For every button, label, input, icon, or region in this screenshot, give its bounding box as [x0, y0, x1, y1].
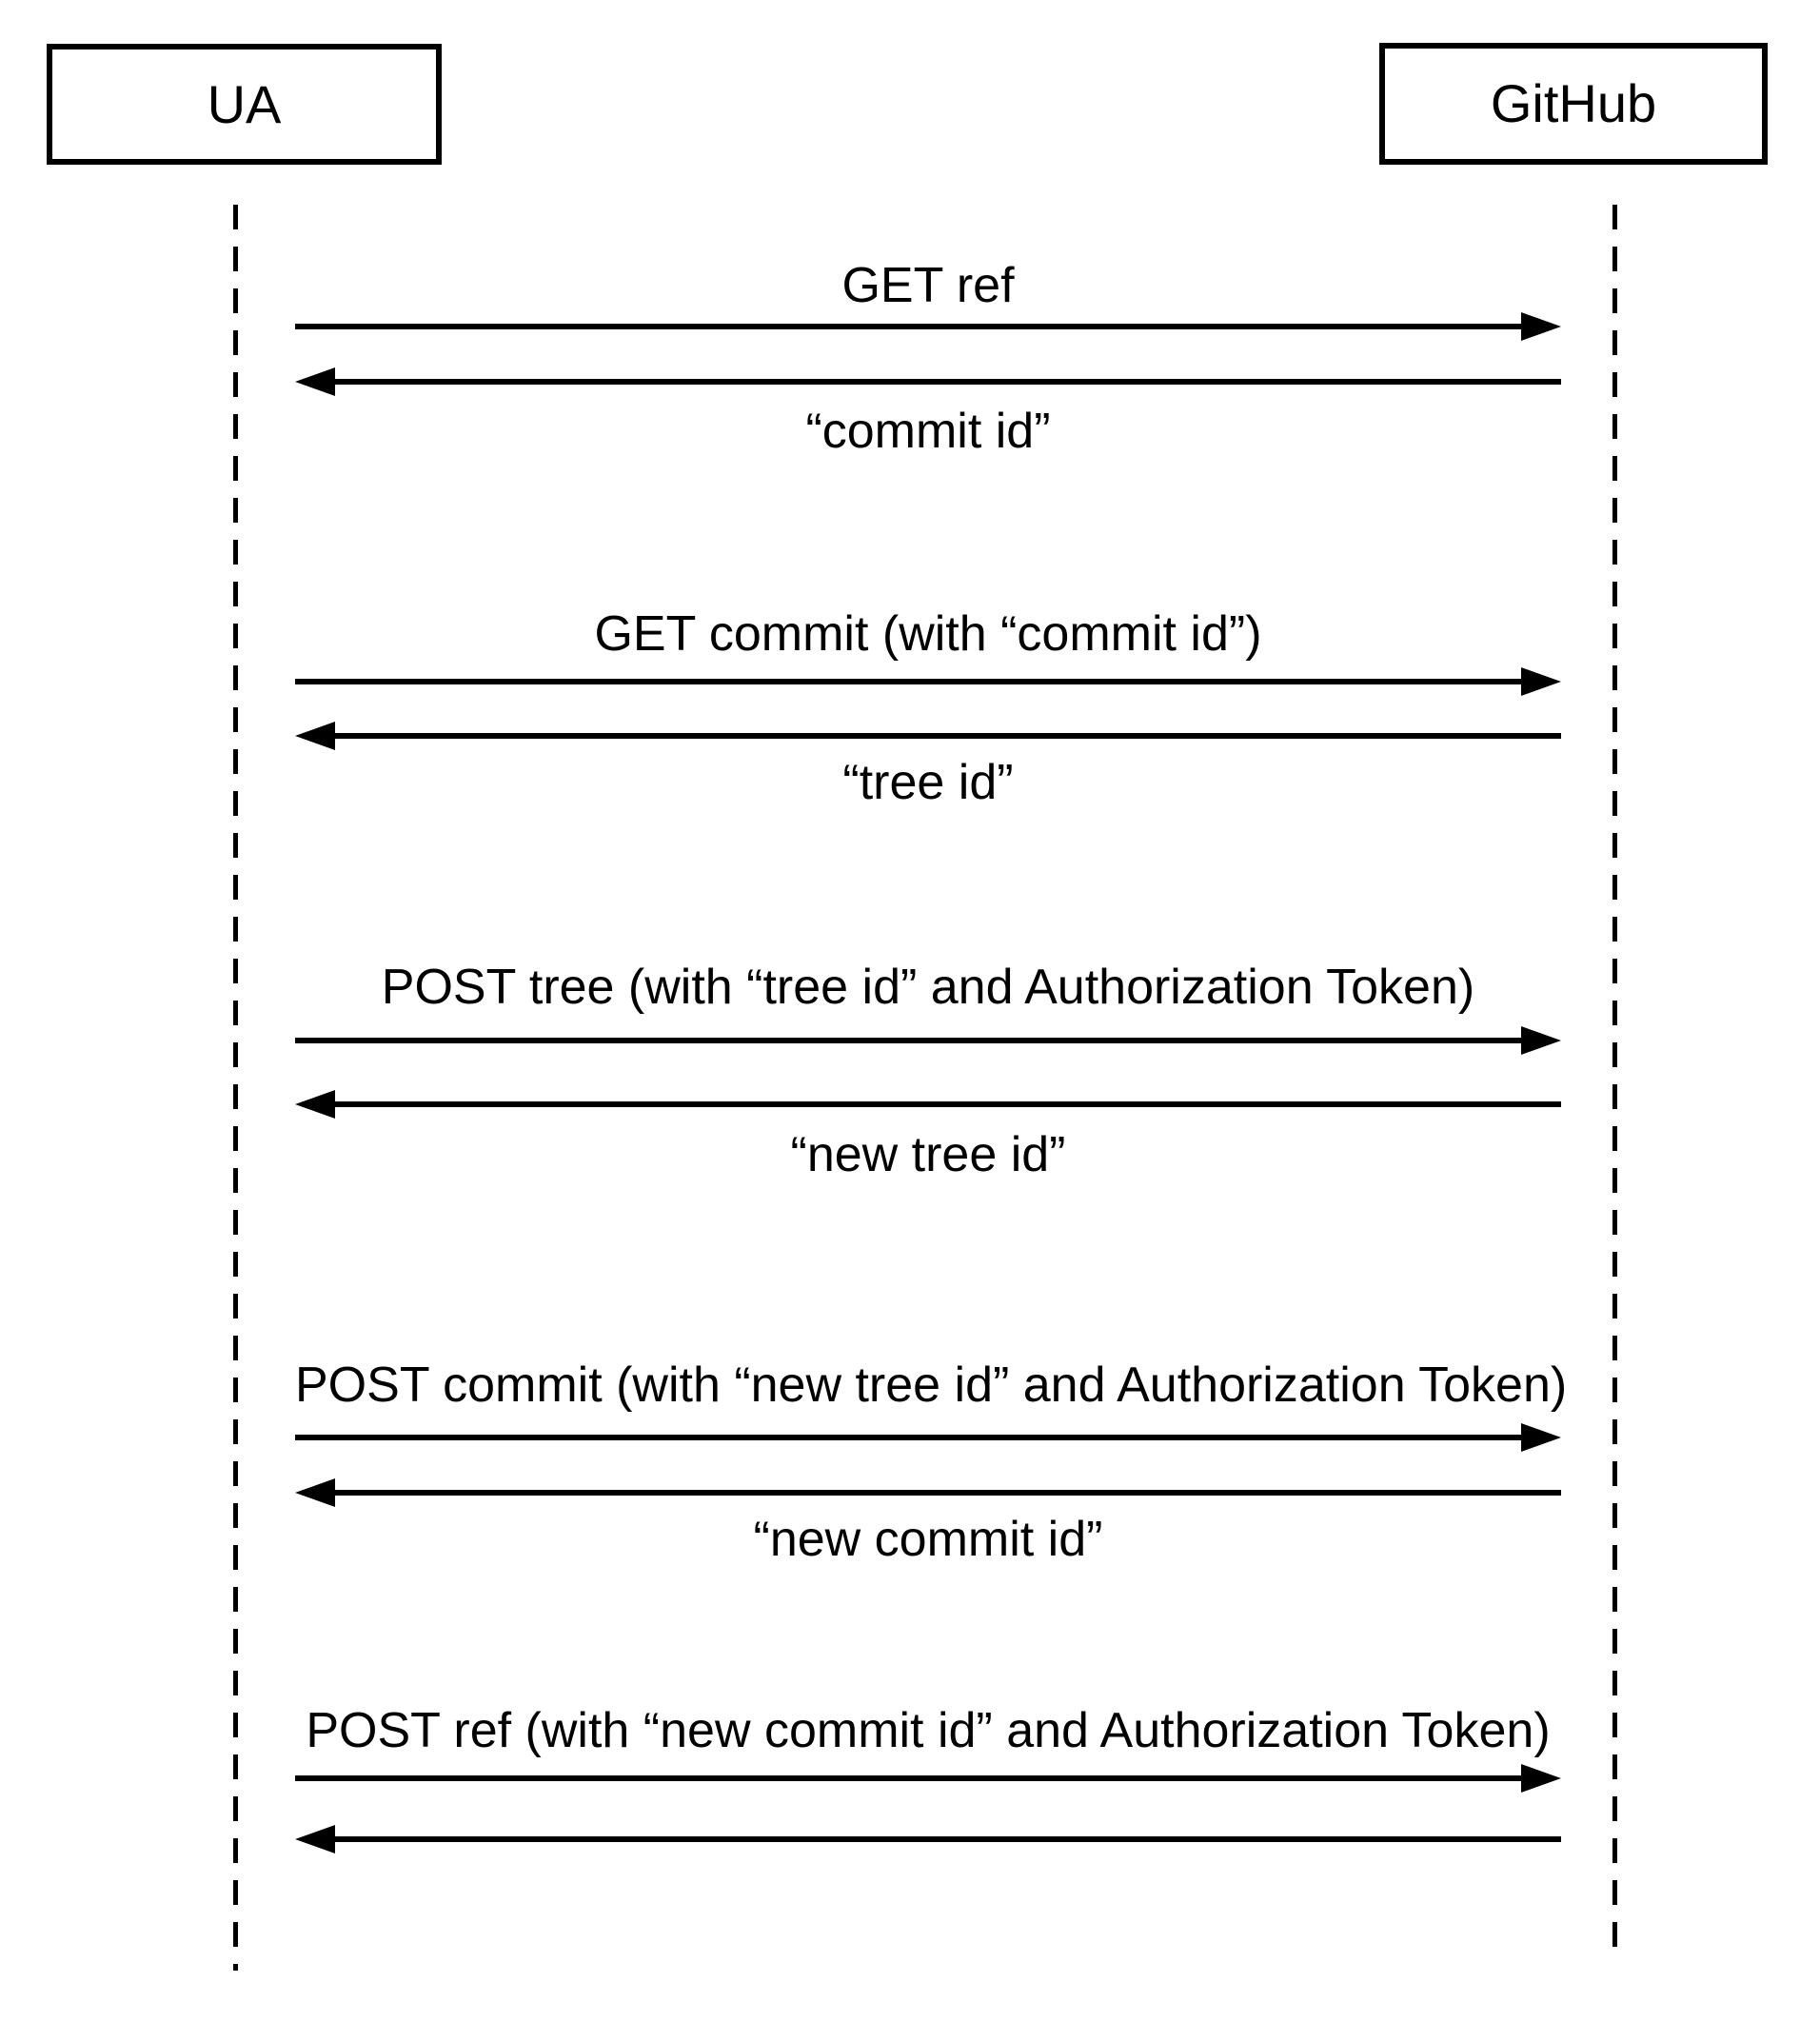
- actor-box-github: GitHub: [1379, 43, 1768, 165]
- response-arrow: [295, 367, 1561, 396]
- arrowhead-left-icon: [295, 1478, 335, 1507]
- arrow-shaft: [327, 1101, 1561, 1107]
- arrowhead-right-icon: [1521, 312, 1561, 341]
- request-arrow: [295, 1423, 1561, 1452]
- lifeline-ua: [233, 205, 238, 1971]
- actor-label-ua: UA: [207, 73, 282, 134]
- request-arrow: [295, 667, 1561, 696]
- response-arrow: [295, 1825, 1561, 1854]
- request-label: POST commit (with “new tree id” and Auth…: [295, 1357, 1568, 1413]
- arrow-shaft: [295, 1775, 1529, 1781]
- arrowhead-left-icon: [295, 722, 335, 750]
- arrow-shaft: [327, 1490, 1561, 1496]
- response-arrow: [295, 722, 1561, 750]
- arrowhead-right-icon: [1521, 1026, 1561, 1055]
- request-arrow: [295, 312, 1561, 341]
- arrowhead-left-icon: [295, 1090, 335, 1119]
- request-arrow: [295, 1764, 1561, 1793]
- arrowhead-left-icon: [295, 367, 335, 396]
- arrowhead-right-icon: [1521, 1423, 1561, 1452]
- request-label: POST tree (with “tree id” and Authorizat…: [381, 959, 1475, 1015]
- request-arrow: [295, 1026, 1561, 1055]
- arrow-shaft: [327, 1836, 1561, 1842]
- arrow-shaft: [295, 1038, 1529, 1043]
- arrow-shaft: [327, 379, 1561, 385]
- response-arrow: [295, 1478, 1561, 1507]
- arrow-shaft: [295, 679, 1529, 684]
- response-label: “commit id”: [805, 403, 1051, 459]
- arrowhead-right-icon: [1521, 1764, 1561, 1793]
- response-label: “tree id”: [842, 754, 1014, 810]
- arrow-shaft: [327, 733, 1561, 739]
- request-label: GET ref: [841, 257, 1015, 313]
- request-label: POST ref (with “new commit id” and Autho…: [306, 1702, 1551, 1758]
- arrow-shaft: [295, 324, 1529, 329]
- response-arrow: [295, 1090, 1561, 1119]
- arrowhead-left-icon: [295, 1825, 335, 1854]
- actor-label-github: GitHub: [1490, 73, 1657, 133]
- response-label: “new commit id”: [753, 1511, 1103, 1567]
- actor-box-ua: UA: [47, 44, 442, 165]
- response-label: “new tree id”: [790, 1126, 1066, 1182]
- arrow-shaft: [295, 1435, 1529, 1440]
- request-label: GET commit (with “commit id”): [594, 605, 1262, 662]
- arrowhead-right-icon: [1521, 667, 1561, 696]
- lifeline-github: [1612, 205, 1617, 1961]
